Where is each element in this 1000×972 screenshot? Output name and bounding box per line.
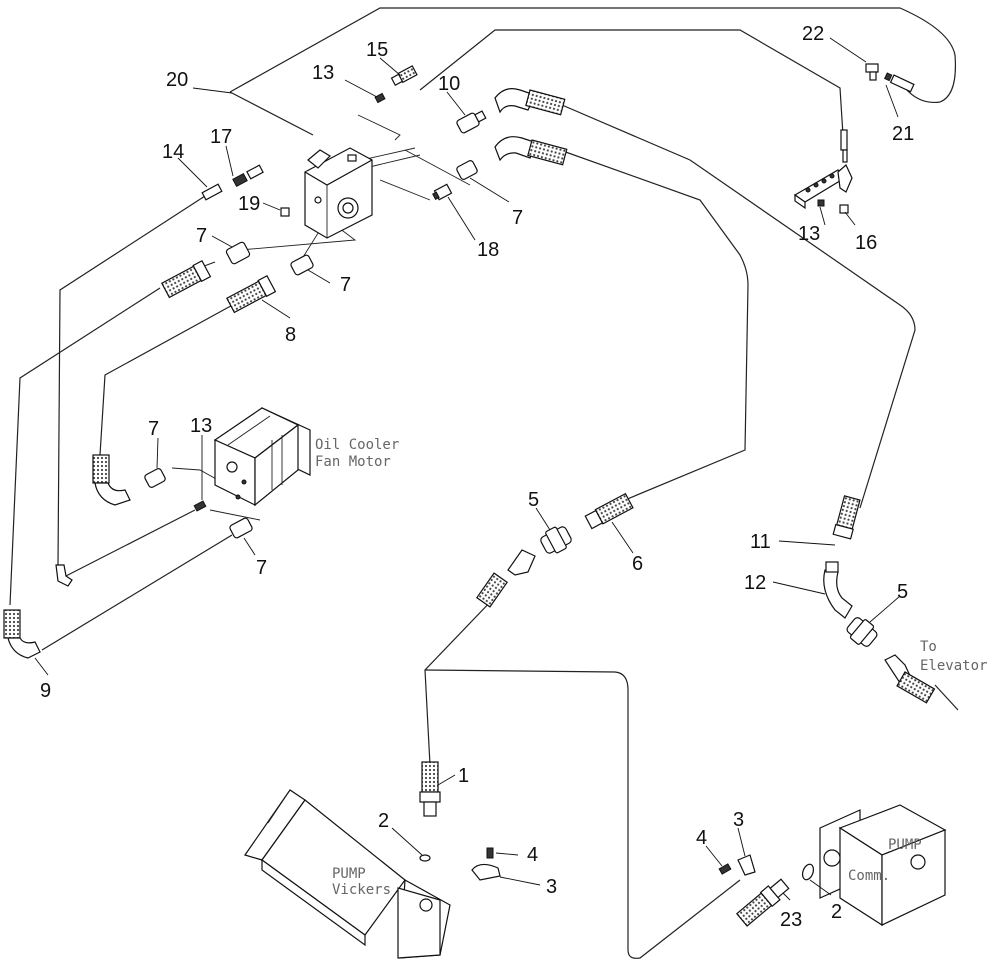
callout-6: 6 [632, 553, 643, 575]
fitting-23 [735, 878, 790, 927]
callout-5-right: 5 [897, 581, 908, 603]
fitting-12 [823, 561, 853, 619]
fitting-21 [884, 72, 915, 93]
fitting-10 [456, 110, 487, 134]
to-elevator-label-line1: To [920, 639, 937, 655]
callout-12: 12 [744, 572, 766, 594]
callout-16: 16 [855, 232, 877, 254]
to-elevator-label-line2: Elevator [920, 658, 987, 674]
oil-cooler-fan-motor: Oil Cooler Fan Motor [213, 407, 399, 507]
callout-7-c: 7 [512, 207, 523, 229]
connection-lines [171, 114, 471, 521]
clamp-bolt-right [718, 854, 756, 876]
callout-3-right: 3 [733, 809, 744, 831]
callout-7-d: 7 [148, 418, 159, 440]
elbow-elevator [884, 654, 936, 704]
oil-cooler-label-line2: Fan Motor [315, 454, 391, 470]
pump-comm: PUMP Comm. [718, 804, 947, 927]
callout-9: 9 [40, 680, 51, 702]
fittings [161, 63, 915, 314]
fitting-9 [3, 609, 41, 659]
elbow-small-left [55, 564, 73, 587]
callout-13-right: 13 [798, 223, 820, 245]
callout-7-b: 7 [340, 274, 351, 296]
pump-comm-label-line1: PUMP [888, 837, 922, 853]
pump-vickers-label-line1: PUMP [332, 866, 366, 882]
callout-22: 22 [802, 23, 824, 45]
pump-vickers-label-line2: Vickers [332, 882, 391, 898]
callout-15: 15 [366, 39, 388, 61]
fitting-13-top [374, 92, 386, 104]
fitting-1 [419, 761, 441, 817]
fitting-7-fan-upper [144, 468, 166, 488]
callout-2-right: 2 [831, 901, 842, 923]
callout-17: 17 [210, 126, 232, 148]
elbow-center [476, 549, 536, 608]
fitting-7-top [456, 160, 478, 180]
coupling-assembly-5-6 [476, 492, 634, 608]
callout-13-fan: 13 [190, 415, 212, 437]
fitting-13-fan [193, 500, 207, 512]
fitting-7-mid [290, 254, 314, 276]
callout-13-top: 13 [312, 62, 334, 84]
fan-motor-fittings [3, 454, 253, 659]
fitting-17 [232, 164, 264, 188]
callout-7-e: 7 [256, 557, 267, 579]
callout-10: 10 [438, 73, 460, 95]
elbow-upper [494, 88, 566, 116]
fitting-22 [865, 63, 879, 81]
callout-2-left: 2 [378, 810, 389, 832]
valve-manifold-block [304, 147, 373, 239]
callout-leaders [34, 37, 901, 901]
callout-numbers: 20 13 15 10 22 21 14 17 19 7 7 8 7 18 13… [40, 23, 914, 931]
callout-4-right: 4 [696, 827, 707, 849]
elbow-lower [494, 136, 568, 166]
clamp-bolt-left [471, 847, 501, 881]
callout-18: 18 [477, 239, 499, 261]
callout-4-left: 4 [527, 844, 538, 866]
o-ring-2-left [419, 854, 431, 862]
callout-8: 8 [285, 324, 296, 346]
callout-19: 19 [238, 193, 260, 215]
fitting-11 [832, 495, 861, 540]
elbow-fan-left [92, 454, 131, 506]
manifold-16 [793, 129, 853, 214]
fitting-6 [584, 492, 634, 530]
fitting-19 [280, 207, 290, 217]
hose-lines [9, 7, 959, 959]
fitting-7-left-upper [225, 241, 251, 265]
oil-cooler-label-line1: Oil Cooler [315, 437, 399, 453]
callout-20: 20 [166, 69, 188, 91]
pump-vickers: PUMP Vickers [244, 761, 501, 959]
right-assembly-11-12-5: To Elevator [823, 495, 987, 704]
callout-23: 23 [780, 909, 802, 931]
fitting-18 [432, 183, 453, 201]
callout-3-left: 3 [546, 876, 557, 898]
fitting-5-center [540, 526, 572, 554]
callout-5-center: 5 [528, 489, 539, 511]
callout-14: 14 [162, 141, 184, 163]
fitting-8 [226, 274, 277, 314]
callout-1: 1 [458, 765, 469, 787]
pump-comm-label-line2: Comm. [848, 868, 890, 884]
hose-end-left-upper [161, 259, 212, 299]
callout-11: 11 [750, 531, 771, 553]
fitting-5-right [846, 617, 878, 647]
fitting-15 [390, 65, 418, 86]
o-ring-2-right [801, 863, 815, 881]
fitting-7-fan-lower [229, 517, 253, 539]
callout-21: 21 [892, 123, 914, 145]
fitting-14 [201, 183, 223, 201]
callout-7-a: 7 [196, 225, 207, 247]
